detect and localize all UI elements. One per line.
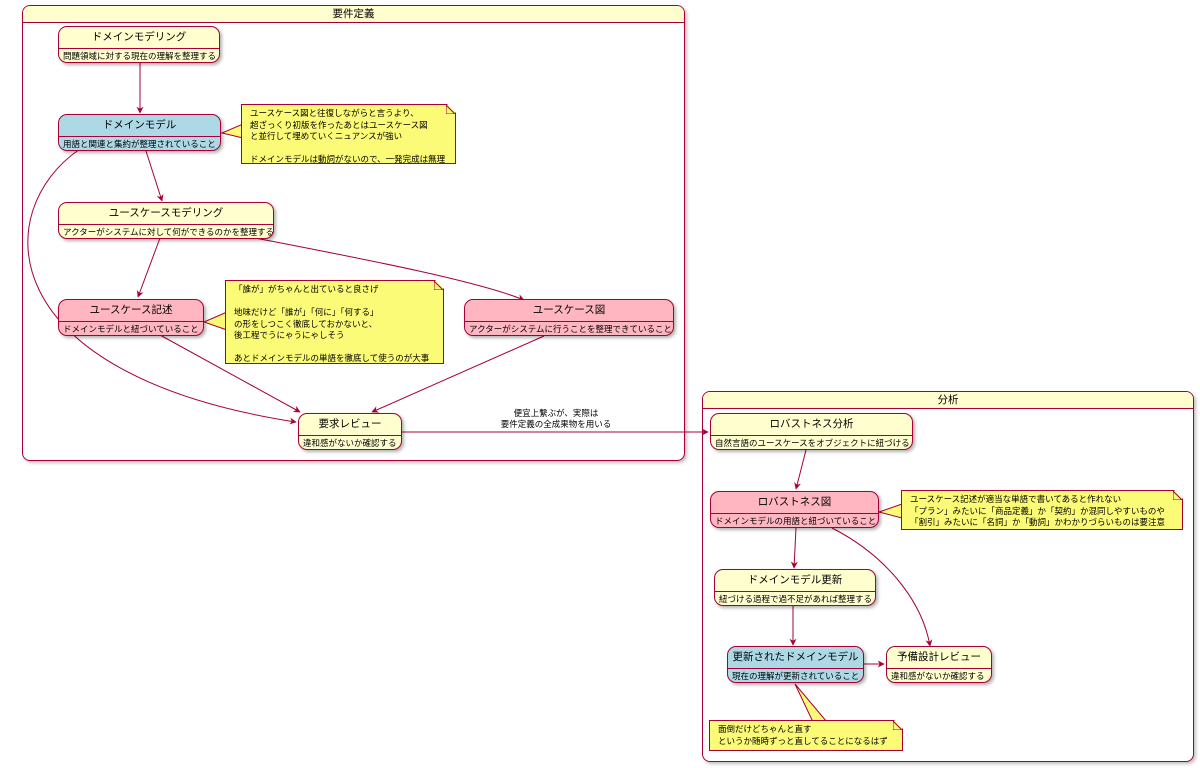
state-domain-model[interactable]: ドメインモデル 用語と関連と集約が整理されていること bbox=[58, 114, 221, 151]
state-title: 予備設計レビュー bbox=[887, 647, 991, 669]
note-line bbox=[250, 144, 447, 156]
state-usecase-modeling[interactable]: ユースケースモデリング アクターがシステムに対して何ができるのかを整理する bbox=[58, 202, 274, 239]
note-updated-domain-model: 面倒だけどちゃんと直す というか随時ずっと直してることになるはず bbox=[709, 720, 903, 751]
note-line: の形をしつこく徹底しておかないと、 bbox=[234, 319, 378, 330]
note-robustness-diagram: ユースケース記述が適当な単語で書いてあると作れない 「プラン」みたいに「商品定義… bbox=[901, 490, 1183, 530]
state-title: 更新されたドメインモデル bbox=[728, 647, 863, 669]
note-fold-icon bbox=[446, 105, 455, 114]
edge-label-review-to-robustness: 便宜上繋ぶが、実際は 要件定義の全成果物を用いる bbox=[488, 409, 624, 431]
note-line: 「プラン」みたいに「商品定義」か「契約」か混同しやすいものや bbox=[910, 506, 1165, 517]
state-description: 違和感がないか確認する bbox=[303, 439, 397, 449]
state-title: ドメインモデル bbox=[59, 115, 220, 137]
state-domain-modeling[interactable]: ドメインモデリング 問題領域に対する現在の理解を整理する bbox=[58, 26, 220, 63]
state-description: 問題領域に対する現在の理解を整理する bbox=[63, 52, 217, 62]
state-description: アクターがシステムに行うことを整理できていること bbox=[469, 325, 672, 335]
state-title: ドメインモデル更新 bbox=[715, 570, 875, 592]
state-description: アクターがシステムに対して何ができるのかを整理する bbox=[63, 228, 274, 238]
note-line: 面倒だけどちゃんと直す bbox=[718, 725, 812, 735]
state-robustness-analysis[interactable]: ロバストネス分析 自然言語のユースケースをオブジェクトに紐づける bbox=[710, 413, 913, 450]
note-fold-icon bbox=[893, 721, 902, 730]
state-domain-model-update[interactable]: ドメインモデル更新 紐づける過程で過不足があれば整理する bbox=[714, 569, 876, 606]
edge-label-line: 便宜上繋ぶが、実際は bbox=[513, 409, 599, 419]
state-usecase-diagram[interactable]: ユースケース図 アクターがシステムに行うことを整理できていること bbox=[464, 299, 674, 336]
group-title-requirements: 要件定義 bbox=[23, 6, 684, 23]
note-line bbox=[234, 297, 435, 309]
state-description: 自然言語のユースケースをオブジェクトに紐づける bbox=[715, 439, 910, 449]
state-description: 違和感がないか確認する bbox=[891, 672, 985, 682]
note-line: というか随時ずっと直してることになるはず bbox=[718, 736, 888, 747]
note-domain-model: ユースケース図と往復しながらと言うより、 超ざっくり初版を作ったあとはユースケー… bbox=[241, 104, 456, 164]
state-title: ユースケース図 bbox=[465, 300, 673, 322]
note-fold-icon bbox=[1173, 491, 1182, 500]
state-requirements-review[interactable]: 要求レビュー 違和感がないか確認する bbox=[298, 413, 402, 450]
state-preliminary-design-review[interactable]: 予備設計レビュー 違和感がないか確認する bbox=[886, 646, 992, 683]
note-line: 超ざっくり初版を作ったあとはユースケース図 bbox=[250, 120, 428, 131]
note-line: ドメインモデルは動詞がないので、一発完成は無理 bbox=[250, 155, 446, 165]
note-usecase-description: 「誰が」がちゃんと出ていると良さげ 地味だけど「誰が」「何に」「何する」 の形を… bbox=[225, 280, 444, 364]
state-robustness-diagram[interactable]: ロバストネス図 ドメインモデルの用語と紐づいていること bbox=[710, 491, 879, 528]
state-description: ドメインモデルと紐づいていること bbox=[63, 325, 199, 335]
edge-label-line: 要件定義の全成果物を用いる bbox=[500, 420, 612, 430]
group-title-analysis: 分析 bbox=[703, 392, 1193, 409]
note-line: 地味だけど「誰が」「何に」「何する」 bbox=[234, 308, 379, 318]
state-description: 現在の理解が更新されていること bbox=[732, 672, 860, 682]
state-title: ロバストネス分析 bbox=[711, 414, 912, 436]
note-line: 後工程でうにゃうにゃしそう bbox=[234, 331, 345, 341]
note-line: ユースケース図と往復しながらと言うより、 bbox=[250, 109, 419, 119]
note-line: ユースケース記述が適当な単語で書いてあると作れない bbox=[910, 495, 1122, 505]
state-description: 紐づける過程で過不足があれば整理する bbox=[719, 595, 873, 605]
state-title: 要求レビュー bbox=[299, 414, 401, 436]
note-line: あとドメインモデルの単語を徹底して使うのが大事 bbox=[234, 354, 430, 364]
state-title: ドメインモデリング bbox=[59, 27, 219, 49]
state-usecase-description[interactable]: ユースケース記述 ドメインモデルと紐づいていること bbox=[58, 299, 204, 336]
state-description: ドメインモデルの用語と紐づいていること bbox=[715, 517, 877, 527]
state-title: ユースケース記述 bbox=[59, 300, 203, 322]
note-line: 「誰が」がちゃんと出ていると良さげ bbox=[234, 285, 379, 295]
state-title: ユースケースモデリング bbox=[59, 203, 273, 225]
note-line bbox=[234, 343, 435, 355]
state-title: ロバストネス図 bbox=[711, 492, 878, 514]
note-line: と並行して埋めていくニュアンスが強い bbox=[250, 132, 403, 142]
state-description: 用語と関連と集約が整理されていること bbox=[63, 140, 216, 150]
state-updated-domain-model[interactable]: 更新されたドメインモデル 現在の理解が更新されていること bbox=[727, 646, 864, 683]
note-line: 「割引」みたいに「名詞」か「動詞」かわかりづらいものは要注意 bbox=[910, 518, 1166, 528]
